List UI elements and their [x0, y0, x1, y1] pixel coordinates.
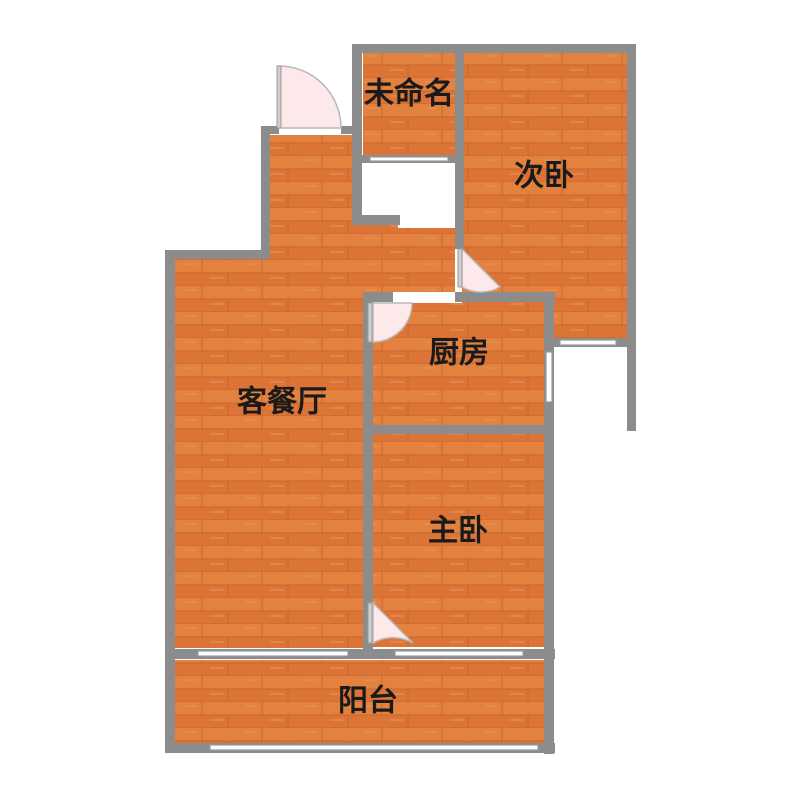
wall-kitchen-master [363, 425, 553, 434]
wall-outer-top [352, 44, 636, 53]
window-living-balcony [197, 650, 349, 657]
wall-corridor-top [261, 126, 279, 134]
room-label-second-bedroom: 次卧 [514, 159, 574, 194]
door-entrance-leaf [276, 65, 282, 129]
room-floor-master-bedroom [372, 433, 544, 647]
room-floor-living-dining [175, 135, 455, 648]
doors [276, 65, 502, 645]
door-entrance-swing [278, 65, 342, 129]
wall-kitchen-right [544, 292, 554, 754]
room-label-kitchen: 厨房 [429, 336, 489, 371]
room-floor-unnamed [363, 52, 456, 156]
wall-corridor-top-right [341, 126, 361, 134]
wall-corridor-left [261, 126, 270, 258]
room-label-unnamed: 未命名 [364, 77, 454, 112]
door-master-leaf [367, 602, 373, 644]
window-bedroom2-bottom [559, 339, 617, 346]
door-kitchen-leaf [367, 302, 373, 343]
room-label-master-bedroom: 主卧 [428, 514, 488, 549]
wall-outer-right [627, 44, 636, 431]
wall-kitchen-top-left [363, 292, 393, 302]
door-kitchen-swing [372, 302, 413, 343]
wall-unnamed-bedroom2 [455, 44, 464, 249]
window-master-balcony [394, 650, 524, 657]
windows [197, 156, 617, 751]
wall-outer-left [165, 250, 175, 752]
wall-living-top [165, 250, 270, 259]
wall-kitchen-left [363, 292, 373, 654]
wall-unnamed-left [352, 44, 362, 222]
room-label-balcony: 阳台 [338, 684, 398, 719]
window-unnamed-bottom [369, 156, 449, 162]
wall-balcony-top [165, 649, 555, 659]
wall-bedroom2-kitchen [455, 292, 555, 302]
door-master-swing [372, 601, 414, 645]
wall-corridor-stub [352, 215, 400, 225]
window-kitchen-right [545, 351, 553, 403]
room-floor-balcony [175, 660, 545, 743]
room-label-living-dining: 客餐厅 [237, 385, 327, 420]
window-balcony-bottom [209, 744, 539, 751]
door-bedroom2-leaf [457, 248, 463, 288]
room-labels: 未命名 次卧 客餐厅 厨房 主卧 阳台 [237, 77, 574, 719]
